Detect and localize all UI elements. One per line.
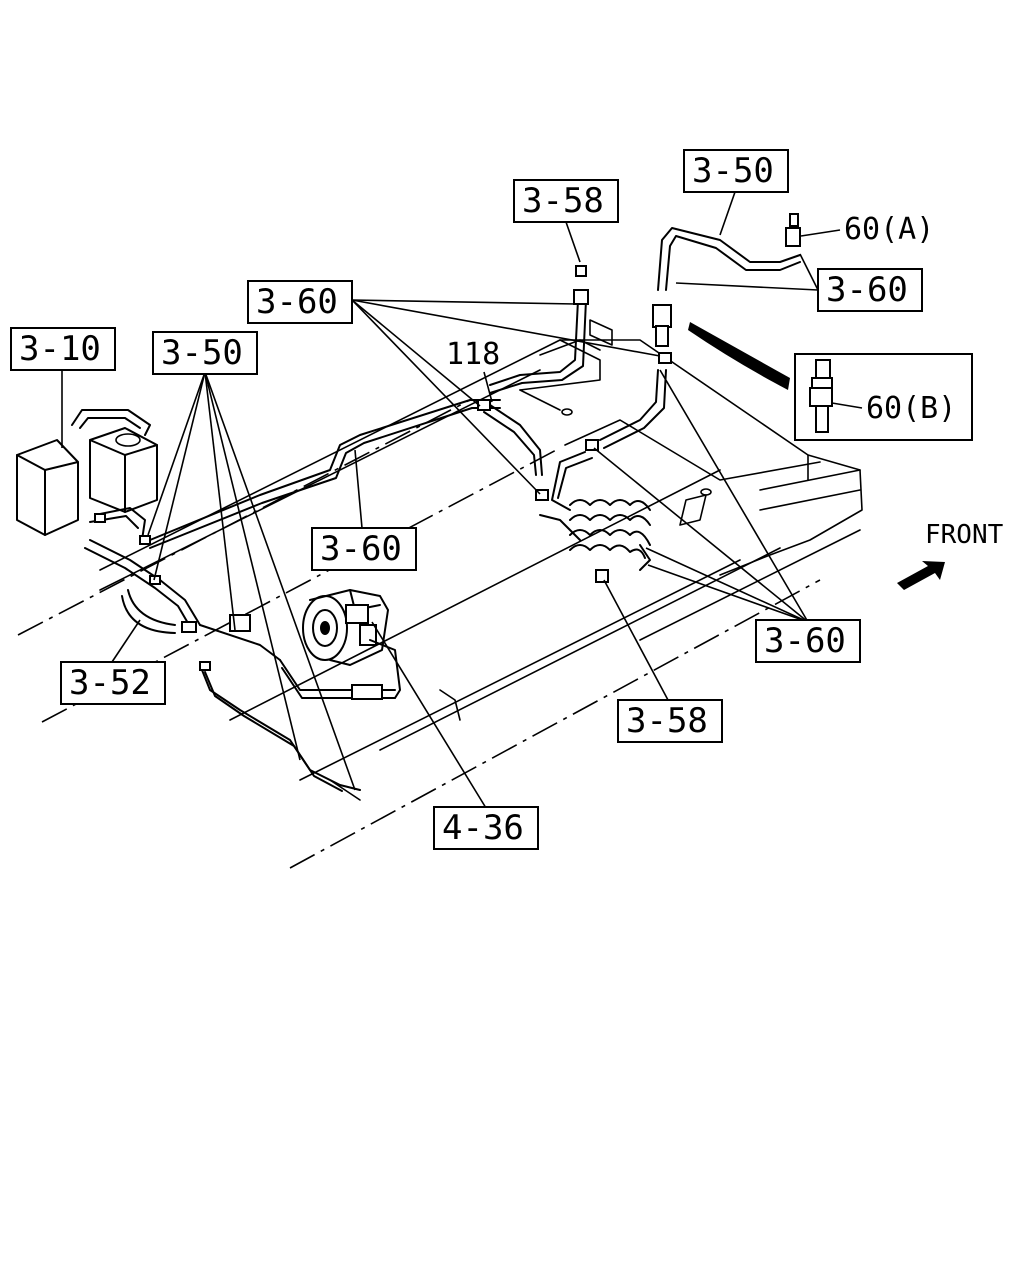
callout-label: 3-60 [826,270,908,310]
callout-label: 3-60 [320,529,402,569]
fuel-tank-assembly [16,409,158,536]
front-arrow-icon [897,561,945,590]
callout-label: 3-50 [161,333,243,373]
callout-3-50-top: 3-50 [683,149,789,193]
chassis-centerlines [17,399,821,869]
callout-3-60-bottomright: 3-60 [755,619,861,663]
callout-60b: 60(B) [866,391,956,426]
callout-3-60-topleft: 3-60 [247,280,353,324]
callout-3-10: 3-10 [10,327,116,371]
callout-label: 3-10 [19,329,101,369]
callout-label: 3-60 [256,282,338,322]
callout-118: 118 [446,337,500,372]
frame-rails [99,319,863,801]
leader-lines [61,191,841,809]
callout-3-50-left: 3-50 [152,331,258,375]
callout-label: 4-36 [442,808,524,848]
callout-3-60-mid: 3-60 [311,527,417,571]
callout-3-60-right: 3-60 [817,268,923,312]
callout-label: 3-52 [69,663,151,703]
callout-label: 3-58 [522,181,604,221]
callout-label: 60(B) [866,391,956,426]
fittings [94,213,801,700]
callout-4-36: 4-36 [433,806,539,850]
callout-3-58-bottom: 3-58 [617,699,723,743]
callout-label: 3-58 [626,701,708,741]
condenser-coils [569,499,651,559]
detail-60b-inset [688,322,973,441]
front-direction: FRONT [897,520,1004,590]
callout-label: 60(A) [844,212,934,247]
callout-label: 3-50 [692,151,774,191]
front-label: FRONT [925,520,1004,550]
callout-label: 118 [446,337,500,372]
callout-60a: 60(A) [844,212,934,247]
compressor [302,589,401,699]
callout-label: 3-60 [764,621,846,661]
callout-3-52: 3-52 [60,661,166,705]
callout-3-58-top: 3-58 [513,179,619,223]
